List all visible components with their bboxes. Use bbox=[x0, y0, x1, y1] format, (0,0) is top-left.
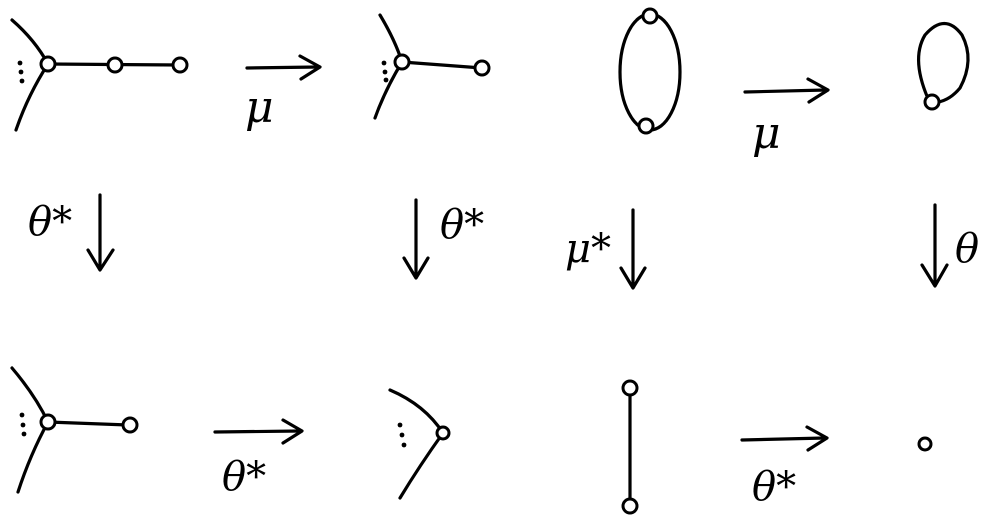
ellipsis-dot bbox=[18, 69, 24, 75]
arrow-label: θ* bbox=[28, 199, 72, 245]
arrow-head bbox=[619, 266, 647, 290]
edge-horizontal bbox=[46, 420, 130, 427]
edge-upper bbox=[10, 18, 50, 66]
vertex bbox=[39, 55, 57, 73]
ellipsis-dot bbox=[21, 431, 27, 437]
ellipsis-dot bbox=[20, 422, 26, 428]
arrow-mu-top-left: μ bbox=[245, 54, 322, 133]
vertex bbox=[171, 56, 189, 74]
arrow-shaft bbox=[213, 429, 302, 434]
arrow-shaft bbox=[743, 88, 828, 94]
ellipsis-dot bbox=[397, 422, 403, 428]
edge-upper bbox=[10, 366, 50, 424]
arrow-head bbox=[86, 248, 115, 272]
loop-edge bbox=[618, 12, 682, 132]
vertex bbox=[473, 59, 491, 77]
arrow-head bbox=[298, 54, 322, 81]
arrow-label: μ bbox=[245, 82, 274, 133]
ellipsis-dot bbox=[17, 60, 23, 66]
arrow-theta: θ bbox=[920, 203, 979, 288]
arrow-head bbox=[402, 256, 430, 280]
vertex bbox=[39, 413, 57, 431]
arrow-label: θ* bbox=[752, 464, 796, 510]
arrow-head bbox=[806, 77, 830, 104]
graph-bottom-segment bbox=[621, 379, 639, 515]
edge-horizontal bbox=[400, 60, 484, 70]
arrow-head bbox=[805, 425, 829, 452]
graph-bottom-middle bbox=[388, 388, 451, 500]
ellipsis-dot bbox=[401, 442, 407, 448]
vertex bbox=[393, 53, 411, 71]
arrow-theta-star-bottom-left: θ* bbox=[213, 418, 304, 500]
arrow-label: θ* bbox=[440, 202, 484, 248]
vertex bbox=[435, 425, 451, 441]
arrow-head bbox=[281, 418, 304, 445]
vertex bbox=[621, 497, 639, 515]
arrow-head bbox=[920, 263, 949, 288]
loop-edge bbox=[916, 21, 970, 105]
graph-bottom-left bbox=[10, 366, 139, 494]
ellipsis-dot bbox=[19, 78, 25, 84]
vertex bbox=[106, 56, 124, 74]
arrow-theta-star-middle: θ* bbox=[402, 198, 484, 280]
ellipsis-dot bbox=[399, 432, 405, 438]
edge-upper bbox=[388, 388, 445, 435]
arrow-mu-star: μ* bbox=[565, 208, 647, 290]
ellipsis-dot bbox=[19, 412, 25, 418]
arrow-theta-star-bottom-right: θ* bbox=[740, 425, 829, 510]
arrow-mu-top-right: μ bbox=[743, 77, 830, 159]
arrow-label: μ* bbox=[565, 226, 611, 272]
arrow-label: θ bbox=[955, 226, 979, 272]
graph-top-left bbox=[10, 18, 189, 132]
ellipsis-dot bbox=[383, 77, 389, 83]
edge-lower bbox=[398, 431, 445, 500]
arrow-label: θ* bbox=[222, 454, 266, 500]
graph-top-loop bbox=[916, 21, 970, 111]
vertex bbox=[641, 7, 659, 25]
arrow-label: μ bbox=[752, 108, 781, 159]
graph-top-middle bbox=[373, 13, 491, 120]
vertex bbox=[917, 436, 933, 452]
edge-lower bbox=[373, 60, 404, 120]
ellipsis-dot bbox=[382, 69, 388, 75]
graph-top-oval bbox=[618, 7, 682, 135]
vertex bbox=[121, 416, 139, 434]
vertex bbox=[923, 93, 941, 111]
vertex bbox=[621, 379, 639, 397]
graph-bottom-point bbox=[917, 436, 933, 452]
ellipsis-dot bbox=[381, 60, 387, 66]
arrow-shaft bbox=[740, 436, 827, 442]
arrow-shaft bbox=[245, 65, 320, 70]
arrow-theta-star-left: θ* bbox=[28, 193, 115, 272]
vertex bbox=[637, 117, 655, 135]
